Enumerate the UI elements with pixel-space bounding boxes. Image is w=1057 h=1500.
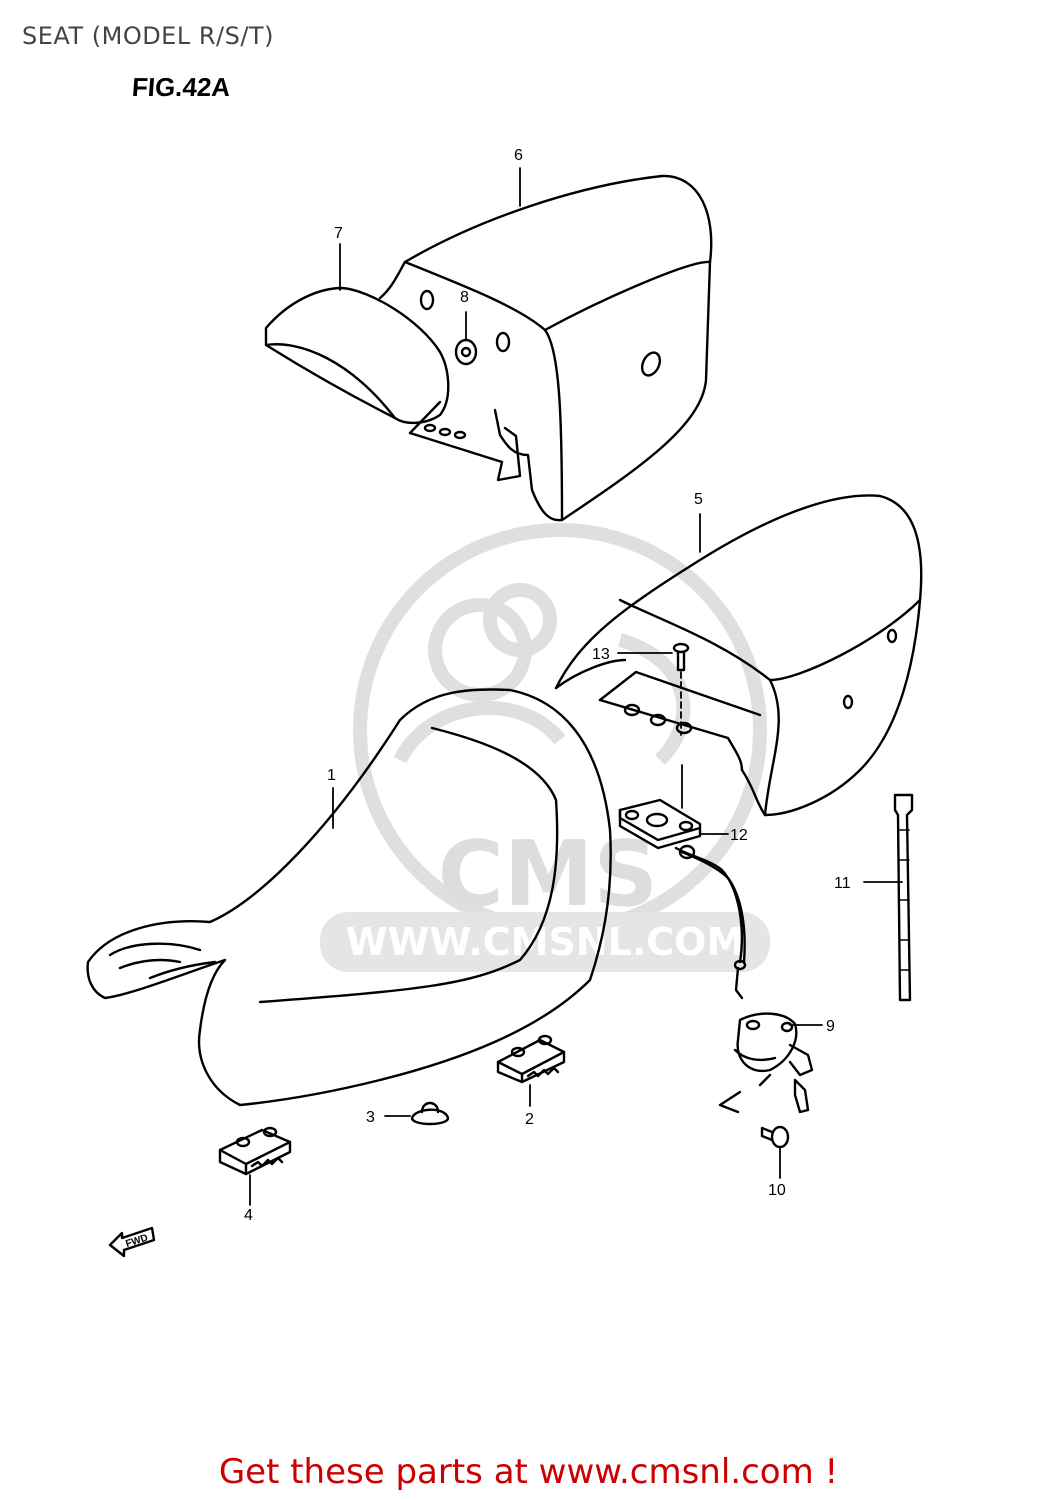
cable-tie-part11 [893,793,914,1002]
forward-arrow-icon [108,1226,156,1258]
cushion-part2 [496,1034,566,1084]
callout-2: 2 [525,1111,534,1128]
watermark-logo: CMS [438,822,658,927]
callout-12: 12 [730,827,748,844]
cms-watermark [320,523,770,972]
seat-lock-part9 [718,1012,814,1114]
seat-cowl-part6 [378,174,713,522]
leader-lines [249,167,903,1206]
main-seat-part1 [86,688,612,1107]
callout-8: 8 [460,289,469,306]
callout-9: 9 [826,1018,835,1035]
passenger-pad-part7 [264,286,450,425]
page-title: SEAT (MODEL R/S/T) [22,22,274,50]
grommet-part3 [410,1101,450,1126]
watermark-url: WWW.CMSNL.COM [346,920,745,964]
callout-4: 4 [244,1207,253,1224]
callout-5: 5 [694,491,703,508]
callout-7: 7 [334,225,343,242]
bolt-part10 [760,1125,790,1149]
cushion-part4 [218,1126,292,1176]
grommet-part8 [454,338,478,366]
callout-6: 6 [514,147,523,164]
screw-part13 [672,642,690,672]
callout-1: 1 [327,767,336,784]
seat-tail-part5 [554,494,923,817]
buy-parts-link[interactable]: Get these parts at www.cmsnl.com ! [218,1452,839,1492]
parts-diagram: CMS WWW.CMSNL.COM [86,147,923,1258]
callout-11: 11 [834,875,851,892]
bracket-part12 [618,798,747,1000]
callout-13: 13 [592,646,610,663]
callout-10: 10 [768,1182,786,1199]
callout-3: 3 [366,1109,375,1126]
